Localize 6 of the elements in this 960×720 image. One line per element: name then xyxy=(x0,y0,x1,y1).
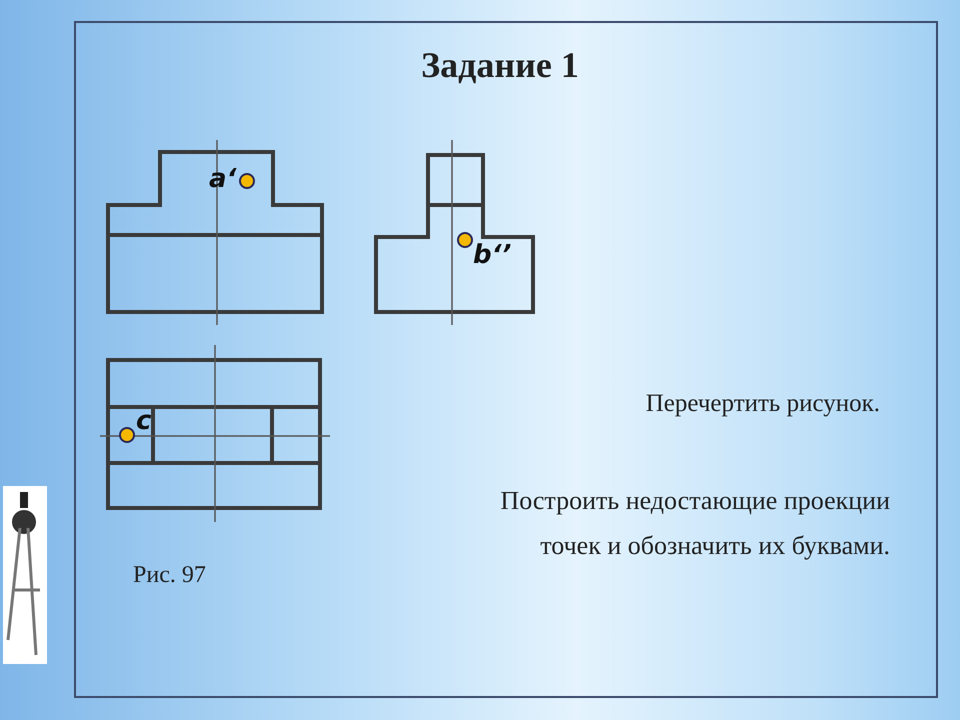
instruction-text: Перечертить рисунок. xyxy=(644,390,880,418)
instruction-text: Построить недостающие проекции точек и обозначить их буквами. xyxy=(500,485,890,562)
point-label: c xyxy=(136,408,152,434)
point-label: b‘’ xyxy=(473,242,512,268)
figure-caption: Рис. 97 xyxy=(133,562,206,589)
slide-title: Задание 1 xyxy=(420,44,580,86)
